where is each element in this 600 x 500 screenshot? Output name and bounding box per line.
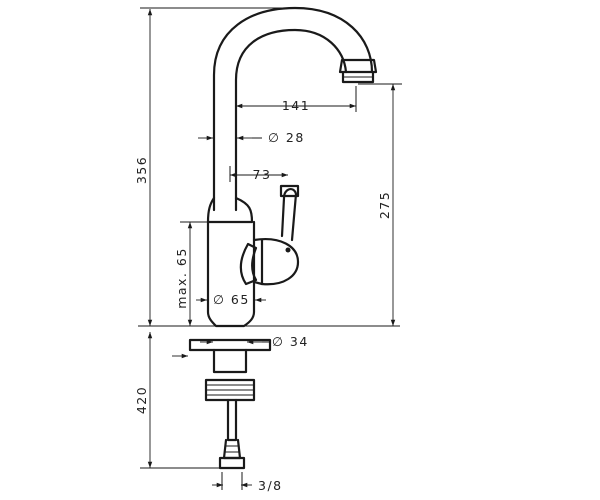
spout-aerator (338, 58, 378, 84)
dimension-lines (138, 7, 402, 490)
faucet-outline (188, 6, 378, 470)
label-spout-reach: 141 (282, 98, 310, 113)
shank-upper (212, 348, 248, 374)
threaded-rod (226, 398, 238, 442)
spout-inner-line (234, 28, 348, 212)
label-spout-height: 275 (377, 191, 392, 219)
lever-handle (280, 188, 298, 242)
body-curve-detail (239, 242, 258, 286)
label-spout-diameter: ∅ 28 (268, 130, 305, 145)
faucet-body (206, 220, 256, 328)
label-hole-diameter: ∅ 34 (272, 334, 309, 349)
base-plate (188, 338, 272, 352)
lever-base (252, 238, 300, 286)
label-connection-thread: 3/8 (258, 478, 283, 493)
label-body-diameter: ∅ 65 (213, 292, 250, 307)
spout-collar (206, 196, 254, 224)
label-height-total: 356 (134, 156, 149, 184)
spout-outer-line (212, 6, 374, 212)
dimension-labels: 356 420 275 max. 65 141 ∅ 28 73 ∅ 65 ∅ 3… (134, 98, 392, 493)
label-shank-length: 420 (134, 386, 149, 414)
label-lever-offset: 73 (253, 167, 272, 182)
hose-connector (218, 456, 246, 470)
flex-hose (222, 438, 242, 460)
label-base-height: max. 65 (174, 247, 189, 309)
mounting-nut (204, 378, 256, 402)
